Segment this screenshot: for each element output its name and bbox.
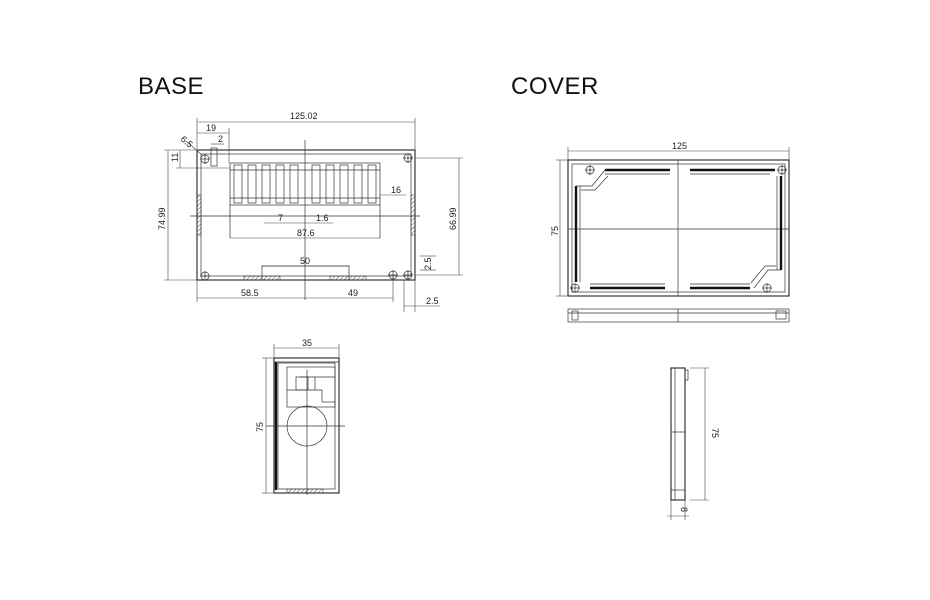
base-mounting-hole-tr <box>403 153 413 163</box>
base-bottom-rail-right <box>329 275 367 281</box>
base-front-view: 125.02 19 2 6.5 11 74.99 66.99 16 7 1.6 … <box>157 111 463 312</box>
cover-outline <box>567 159 790 297</box>
base-title: BASE <box>138 73 205 100</box>
cover-hole-br <box>762 283 772 293</box>
base-dim-edge-top: 2.5 <box>423 257 433 270</box>
base-dim-hole-offset: 19 <box>206 123 216 133</box>
cover-side-dim-height: 75 <box>710 428 720 438</box>
cover-hole-bl <box>570 283 580 293</box>
base-left-rail <box>196 194 202 236</box>
base-corner-tab <box>210 147 218 167</box>
base-right-rail <box>410 194 416 236</box>
base-dim-right-offset: 49 <box>348 288 358 298</box>
base-dim-slot: 2 <box>218 134 223 144</box>
cover-title: COVER <box>511 73 599 100</box>
base-dim-terminal-pitch: 7 <box>278 213 283 223</box>
base-dim-terminal-span: 87.6 <box>297 228 315 238</box>
base-dimension-lines <box>164 118 463 312</box>
cover-front-view: 125 75 <box>550 141 790 297</box>
base-dim-overall-height: 74.99 <box>157 207 167 230</box>
base-side-dim-height: 75 <box>255 422 265 432</box>
base-dim-overall-width: 125.02 <box>290 111 318 121</box>
base-dim-hole-dia: 6.5 <box>179 134 195 150</box>
base-mounting-hole-br2 <box>403 270 413 280</box>
base-dim-inner-slot: 50 <box>300 256 310 266</box>
cover-edge-profile <box>567 308 790 323</box>
base-terminal-block <box>229 162 381 238</box>
cover-side-outline <box>670 367 686 501</box>
base-mounting-hole-br1 <box>388 270 398 280</box>
base-side-view: 35 75 <box>255 338 345 495</box>
cover-dim-width: 125 <box>672 141 687 151</box>
cover-hole-tl <box>585 165 595 175</box>
cover-side-view: 75 8 <box>667 367 720 520</box>
cover-hole-tr <box>777 165 787 175</box>
base-side-outline <box>273 357 340 494</box>
base-mounting-hole-bl <box>200 271 210 281</box>
cover-side-dim-thickness: 8 <box>679 507 689 512</box>
base-dim-inner-height: 66.99 <box>448 207 458 230</box>
base-dim-left-offset: 58.5 <box>241 288 259 298</box>
base-dim-terminal-gap: 1.6 <box>316 213 329 223</box>
base-dim-rib: 16 <box>391 185 401 195</box>
base-mounting-hole-tl <box>200 154 210 164</box>
base-dim-edge-bottom: 2.5 <box>426 296 439 306</box>
base-side-dim-width: 35 <box>302 338 312 348</box>
base-dim-top-margin: 11 <box>170 153 180 162</box>
cover-dim-height: 75 <box>550 226 560 236</box>
